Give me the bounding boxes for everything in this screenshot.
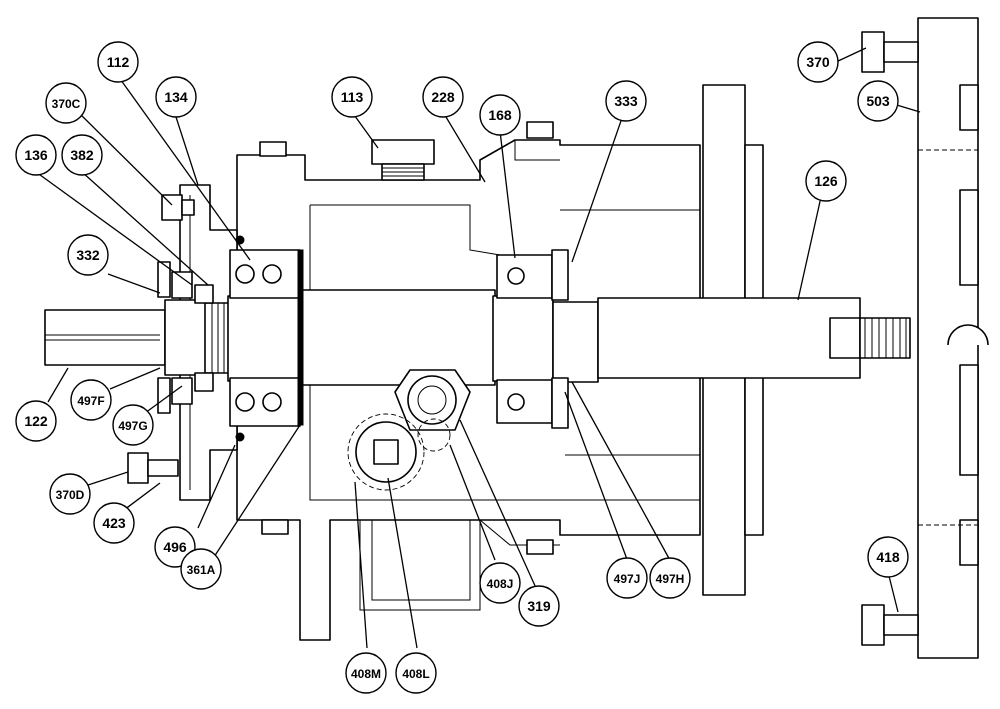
callout-label: 370: [806, 54, 830, 70]
sight-glass-319: [394, 369, 471, 431]
bolt-370D: [127, 452, 179, 484]
callout-label: 496: [163, 539, 187, 555]
callout-label: 228: [431, 89, 455, 105]
callout-label: 382: [70, 147, 94, 163]
callout-label: 113: [341, 89, 364, 105]
bolt-370: [861, 31, 919, 73]
callout-label: 126: [814, 173, 838, 189]
callout-503: 503: [857, 80, 899, 122]
callout-label: 408L: [402, 667, 429, 681]
callout-228: 228: [422, 76, 464, 118]
callout-label: 503: [866, 93, 890, 109]
callout-408m: 408M: [345, 652, 387, 694]
callout-label: 361A: [187, 563, 216, 577]
callout-382: 382: [61, 134, 103, 176]
callout-label: 370C: [52, 97, 81, 111]
callout-label: 168: [488, 107, 512, 123]
callout-370d: 370D: [49, 473, 91, 515]
callout-122: 122: [15, 400, 57, 442]
callout-497g: 497G: [112, 404, 154, 446]
callout-134: 134: [155, 76, 197, 118]
callout-332: 332: [67, 234, 109, 276]
callout-label: 418: [876, 549, 900, 565]
callout-497f: 497F: [70, 379, 112, 421]
bolt-418: [861, 604, 919, 646]
callout-label: 408M: [351, 667, 381, 681]
callout-370: 370: [797, 41, 839, 83]
callout-label: 497G: [118, 419, 147, 433]
callout-370c: 370C: [45, 82, 87, 124]
callout-label: 497J: [614, 572, 641, 586]
callout-label: 122: [24, 413, 48, 429]
callout-label: 333: [614, 93, 638, 109]
callout-497h: 497H: [649, 557, 691, 599]
callout-label: 332: [76, 247, 100, 263]
callout-361a: 361A: [180, 548, 222, 590]
port-408J: [417, 418, 451, 452]
callout-408l: 408L: [395, 652, 437, 694]
port-408M: [347, 413, 425, 491]
callout-bubbles: 112 370C 134 136 382 113 228 168 333 370 503 126 332…: [15, 41, 909, 694]
callout-label: 319: [527, 598, 551, 614]
callout-113: 113: [331, 76, 373, 118]
bolt-370C: [161, 194, 195, 221]
callout-label: 370D: [56, 488, 85, 502]
plug-113: [371, 139, 435, 181]
callout-423: 423: [93, 502, 135, 544]
callout-408j: 408J: [479, 562, 521, 604]
callout-label: 136: [24, 147, 48, 163]
callout-333: 333: [605, 80, 647, 122]
seal-stack: [157, 261, 214, 414]
mounting-plate-503: [917, 17, 989, 659]
rear-bearing-168: [496, 249, 569, 429]
shaft-126: [44, 289, 911, 386]
callout-136: 136: [15, 134, 57, 176]
front-bearing-112: [229, 235, 304, 442]
callout-319: 319: [518, 585, 560, 627]
callout-label: 408J: [487, 577, 514, 591]
callout-418: 418: [867, 536, 909, 578]
callout-label: 497F: [77, 394, 104, 408]
callout-168: 168: [479, 94, 521, 136]
callout-label: 423: [102, 515, 126, 531]
callout-label: 497H: [656, 572, 685, 586]
callout-497j: 497J: [606, 557, 648, 599]
callout-label: 112: [107, 54, 130, 70]
callout-label: 134: [164, 89, 188, 105]
small-plugs: [259, 121, 554, 555]
callout-112: 112: [97, 41, 139, 83]
callout-126: 126: [805, 160, 847, 202]
